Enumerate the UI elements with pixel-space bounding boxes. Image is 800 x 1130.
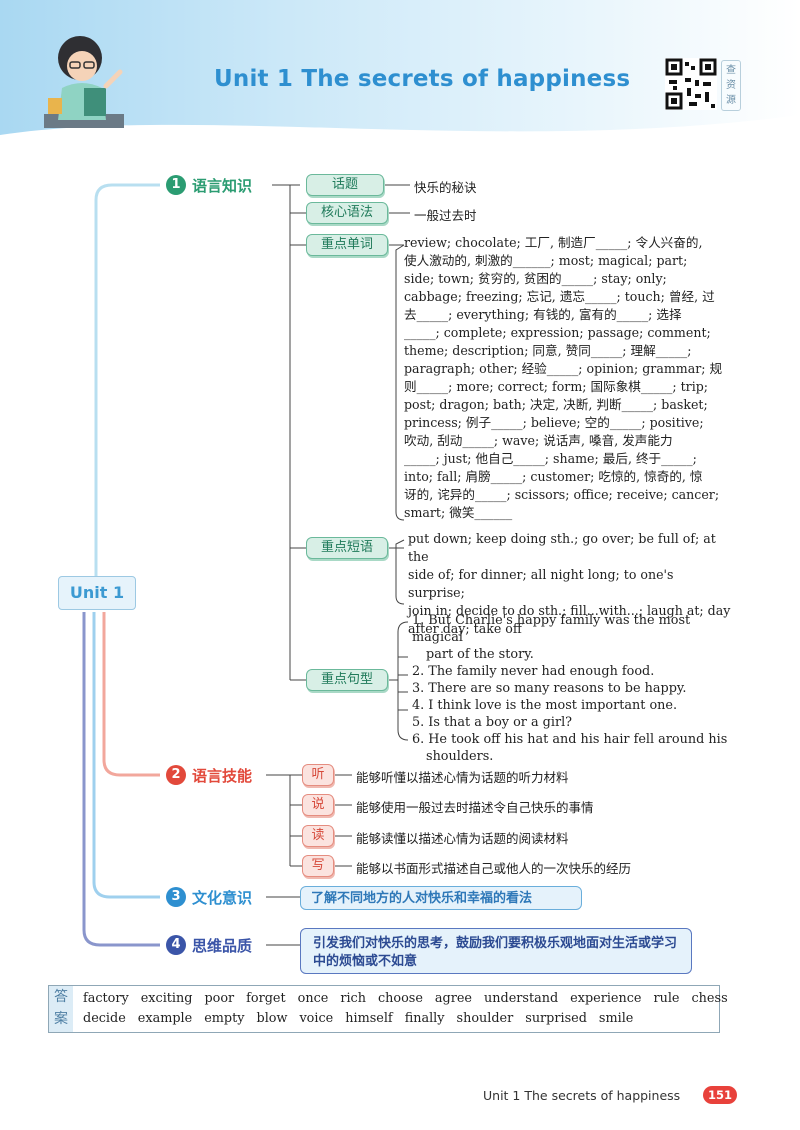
skill-reading-text: 能够读懂以描述心情为话题的阅读材料	[356, 831, 569, 846]
section-2-title: 语言技能	[192, 767, 253, 785]
tag-speaking: 说	[302, 794, 334, 816]
sentence-3: 3. There are so many reasons to be happy…	[412, 681, 687, 696]
tag-reading: 读	[302, 825, 334, 847]
thinking-text: 引发我们对快乐的思考，鼓励我们要积极乐观地面对生活或学习中的烦恼或不如意	[300, 928, 692, 974]
key-phrases-list: put down; keep doing sth.; go over; be f…	[408, 531, 731, 636]
sentence-4: 4. I think love is the most important on…	[412, 698, 678, 713]
skill-listening-text: 能够听懂以描述心情为话题的听力材料	[356, 770, 569, 785]
culture-text: 了解不同地方的人对快乐和幸福的看法	[300, 886, 582, 910]
teacher-illustration	[44, 36, 124, 128]
page-title: Unit 1 The secrets of happiness	[214, 66, 631, 92]
tag-key-sentences: 重点句型	[306, 669, 388, 691]
section-2-number: 2	[166, 765, 186, 785]
skill-speaking-text: 能够使用一般过去时描述令自己快乐的事情	[356, 800, 594, 815]
qr-code-icon[interactable]	[665, 58, 717, 110]
page-number: 151	[703, 1086, 737, 1104]
tag-key-phrases: 重点短语	[306, 537, 388, 559]
sentence-5: 5. Is that a boy or a girl?	[412, 715, 573, 730]
answer-label: 答案	[49, 986, 73, 1032]
tag-key-words: 重点单词	[306, 234, 388, 256]
section-1-number: 1	[166, 175, 186, 195]
tag-topic: 话题	[306, 174, 384, 196]
section-4-title: 思维品质	[192, 937, 253, 955]
section-3-title: 文化意识	[192, 889, 253, 907]
section-4-number: 4	[166, 935, 186, 955]
key-words-list: review; chocolate; 工厂, 制造厂_____; 令人兴奋的, …	[404, 235, 723, 520]
banner-wave-decoration	[0, 115, 800, 155]
tag-writing: 写	[302, 855, 334, 877]
key-sentences-list: 1. But Charlie's happy family was the mo…	[412, 612, 732, 765]
tag-listening: 听	[302, 764, 334, 786]
section-1-title: 语言知识	[192, 177, 253, 195]
sentence-2: 2. The family never had enough food.	[412, 664, 655, 679]
sentence-6: 6. He took off his hat and his hair fell…	[412, 732, 728, 747]
skill-writing-text: 能够以书面形式描述自己或他人的一次快乐的经历	[356, 861, 632, 876]
root-node: Unit 1	[58, 576, 136, 610]
tag-grammar: 核心语法	[306, 202, 388, 224]
grammar-text: 一般过去时	[414, 208, 477, 223]
section-3-number: 3	[166, 887, 186, 907]
sentence-1: 1. But Charlie's happy family was the mo…	[412, 613, 691, 645]
topic-text: 快乐的秘诀	[414, 180, 477, 195]
footer-title: Unit 1 The secrets of happiness	[483, 1088, 681, 1103]
qr-caption: 查 资 源	[721, 60, 741, 111]
